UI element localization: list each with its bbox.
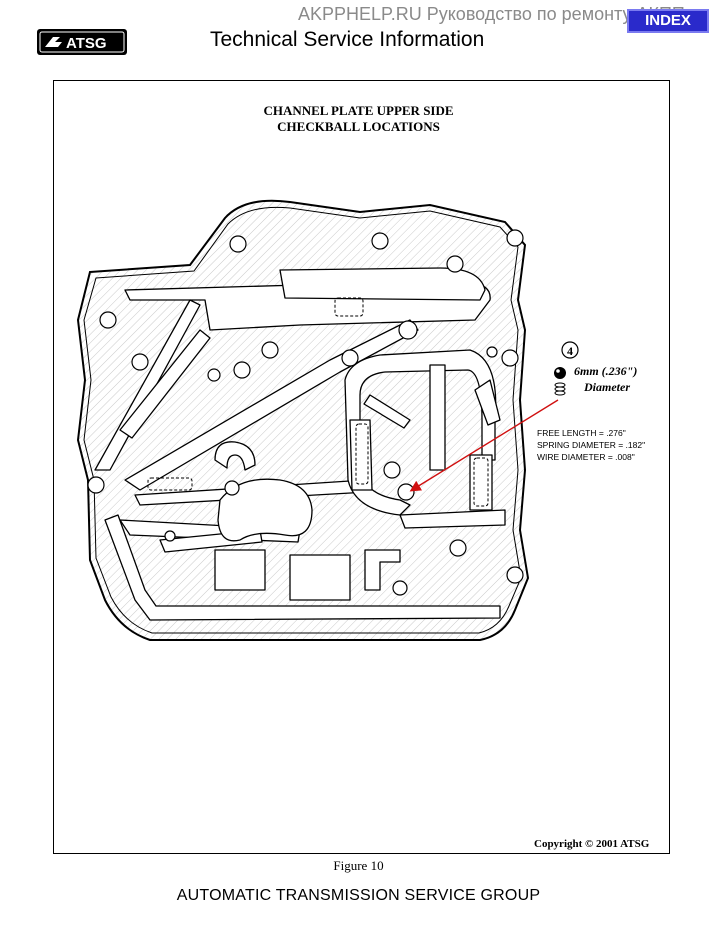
channel bbox=[474, 379, 501, 426]
ball-size-label: 6mm (.236") bbox=[574, 364, 638, 378]
channel bbox=[364, 549, 401, 591]
channel bbox=[214, 549, 266, 591]
channel bbox=[363, 394, 411, 429]
callout-number: 4 bbox=[567, 344, 573, 358]
checkball-port bbox=[486, 346, 498, 358]
channel bbox=[214, 441, 256, 471]
channel bbox=[279, 267, 486, 301]
slot bbox=[355, 423, 369, 485]
watermark-text: AKPPHELP.RU Руководство по ремонту АКПП bbox=[298, 4, 685, 24]
figure-title-line1: CHANNEL PLATE UPPER SIDE bbox=[263, 103, 454, 118]
bolt-hole bbox=[261, 341, 279, 359]
bolt-hole bbox=[229, 235, 247, 253]
logo-text: ATSG bbox=[66, 35, 107, 52]
slot bbox=[147, 477, 193, 491]
callout-circle bbox=[561, 341, 579, 359]
bolt-hole bbox=[131, 353, 149, 371]
checkball-icon bbox=[554, 367, 566, 379]
slot bbox=[473, 457, 489, 507]
bolt-hole bbox=[371, 232, 389, 250]
bolt-hole bbox=[392, 580, 408, 596]
leader-arrow bbox=[409, 399, 559, 492]
footer-text: AUTOMATIC TRANSMISSION SERVICE GROUP bbox=[176, 887, 541, 904]
header-title: Technical Service Information bbox=[210, 28, 485, 51]
checkball-port bbox=[398, 320, 418, 340]
checkball-port bbox=[207, 368, 221, 382]
checkball-port bbox=[383, 461, 401, 479]
channel bbox=[119, 329, 211, 439]
bolt-hole bbox=[233, 361, 251, 379]
index-button[interactable]: INDEX bbox=[627, 9, 709, 33]
ball-diameter-label: Diameter bbox=[584, 380, 630, 394]
copyright: Copyright © 2001 ATSG bbox=[534, 838, 650, 850]
channel bbox=[429, 364, 446, 471]
atsg-logo: ATSG bbox=[37, 29, 127, 55]
spec-spring-diameter: SPRING DIAMETER = .182" bbox=[537, 440, 646, 450]
figure-title-line2: CHECKBALL LOCATIONS bbox=[277, 119, 440, 134]
channel bbox=[104, 514, 501, 621]
bolt-hole bbox=[224, 480, 240, 496]
bolt-hole bbox=[446, 255, 464, 273]
spec-free-length: FREE LENGTH = .276" bbox=[537, 428, 626, 438]
channel bbox=[399, 509, 506, 529]
slot bbox=[334, 297, 364, 317]
checkball-port bbox=[164, 530, 176, 542]
bolt-hole bbox=[506, 229, 524, 247]
channel bbox=[289, 554, 351, 601]
bolt-hole bbox=[506, 566, 524, 584]
checkball-port bbox=[341, 349, 359, 367]
spec-wire-diameter: WIRE DIAMETER = .008" bbox=[537, 452, 635, 462]
bolt-hole bbox=[87, 476, 105, 494]
figure-frame bbox=[53, 80, 670, 854]
figure-label: Figure 10 bbox=[333, 858, 384, 873]
channel bbox=[349, 419, 373, 491]
checkball-port bbox=[397, 483, 415, 501]
spring-icon bbox=[554, 382, 566, 396]
bolt-hole bbox=[99, 311, 117, 329]
channel bbox=[217, 478, 313, 542]
bolt-hole bbox=[449, 539, 467, 557]
channel bbox=[469, 454, 493, 511]
bolt-hole bbox=[501, 349, 519, 367]
